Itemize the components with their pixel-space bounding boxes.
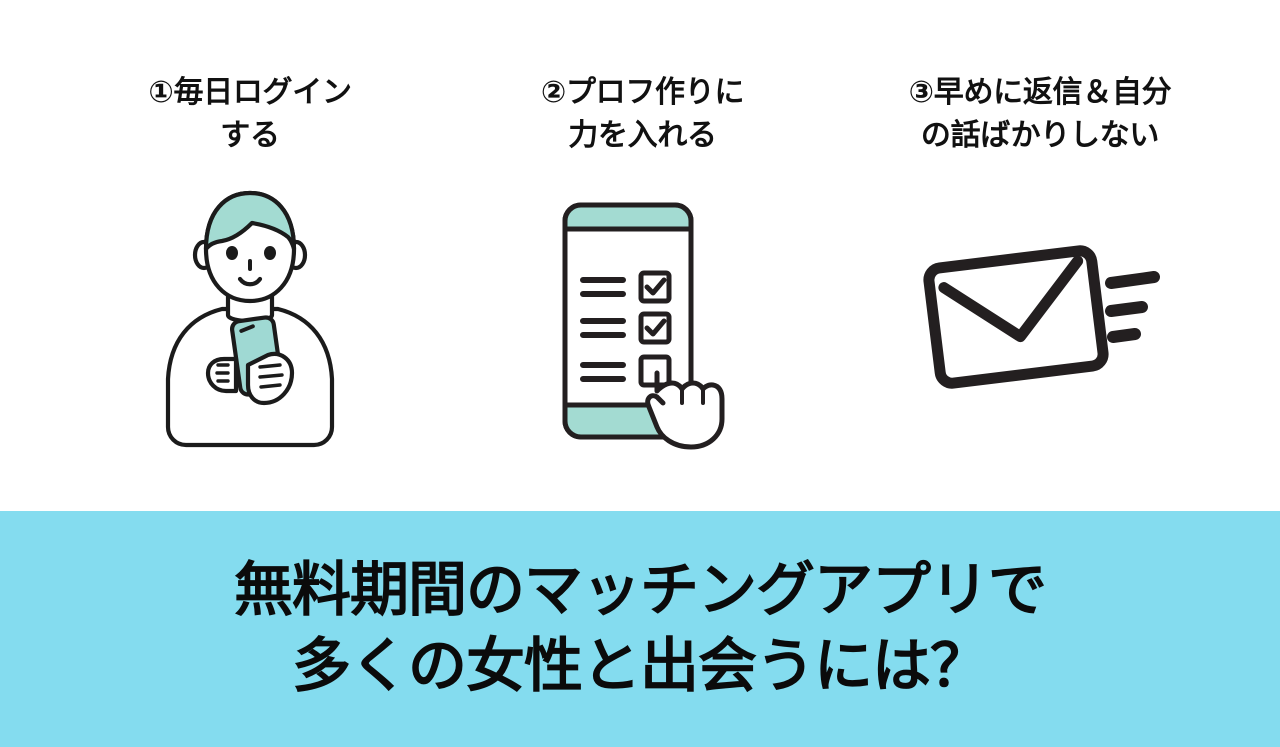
- flying-envelope-illustration: [910, 227, 1170, 417]
- smartphone-checklist-tap-illustration: [543, 187, 743, 457]
- person-with-smartphone-svg: [165, 191, 335, 448]
- speed-line-3: [1107, 328, 1141, 344]
- tip-card-2: ②プロフ作りに 力を入れる: [478, 0, 808, 457]
- speed-line-2: [1105, 301, 1148, 318]
- tip-title-2: ②プロフ作りに 力を入れる: [540, 76, 745, 152]
- tip-card-3: ③早めに返信＆自分 の話ばかりしない: [840, 0, 1240, 417]
- tips-row: ①毎日ログイン する: [55, 0, 1240, 457]
- headline-line-2: 多くの女性と出会うには？: [291, 633, 989, 699]
- tip-card-1: ①毎日ログイン する: [55, 0, 445, 453]
- headline-banner: 無料期間のマッチングアプリで 多くの女性と出会うには？: [0, 511, 1280, 747]
- person-with-smartphone-illustration: [160, 183, 340, 453]
- smartphone-checklist-tap-svg: [562, 202, 724, 450]
- tip-title-1: ①毎日ログイン する: [148, 76, 352, 152]
- headline-line-1: 無料期間のマッチングアプリで: [233, 557, 1047, 624]
- speed-line-1: [1105, 271, 1160, 290]
- tip-title-3: ③早めに返信＆自分 の話ばかりしない: [908, 76, 1172, 152]
- flying-envelope-svg: [923, 245, 1160, 389]
